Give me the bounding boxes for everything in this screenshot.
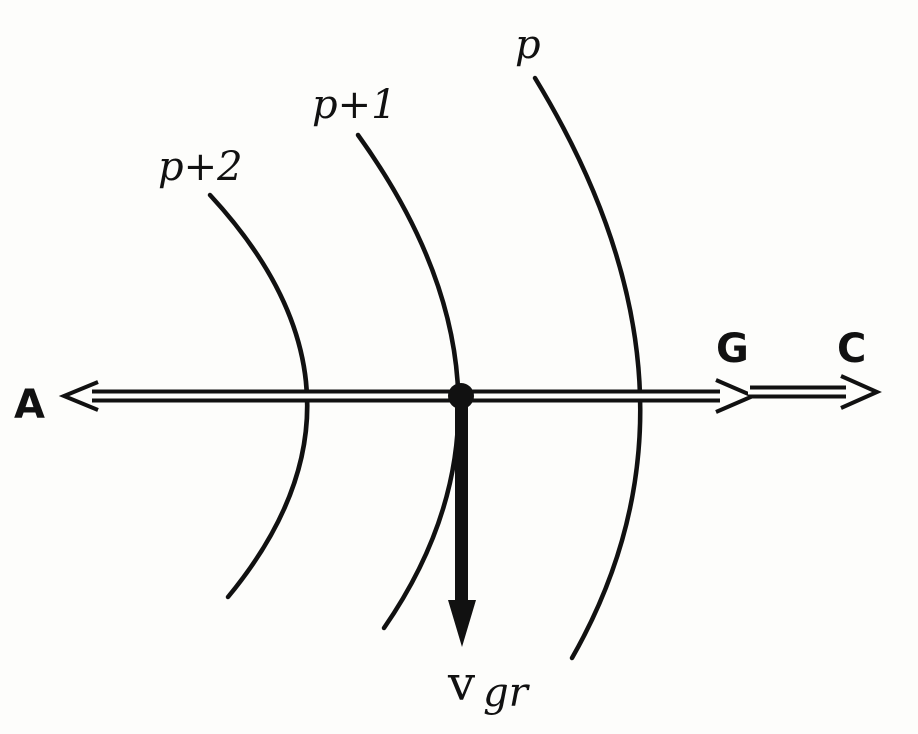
velocity-symbol: v: [447, 656, 475, 712]
wavefront-p-plus-1: [355, 132, 461, 631]
group-velocity-arrow: [448, 396, 476, 647]
label-a: A: [14, 382, 45, 428]
label-c: C: [837, 326, 866, 372]
label-p: p: [515, 22, 541, 68]
label-p-plus-2: p+2: [158, 144, 243, 190]
velocity-subscript: gr: [483, 670, 531, 716]
label-p-plus-1: p+1: [312, 82, 397, 128]
double-arrow-a-g: [58, 378, 759, 414]
velocity-label: v gr: [447, 656, 531, 716]
double-arrow-g-c: [748, 374, 882, 410]
label-g: G: [716, 326, 749, 372]
wavefront-p: [532, 75, 643, 661]
